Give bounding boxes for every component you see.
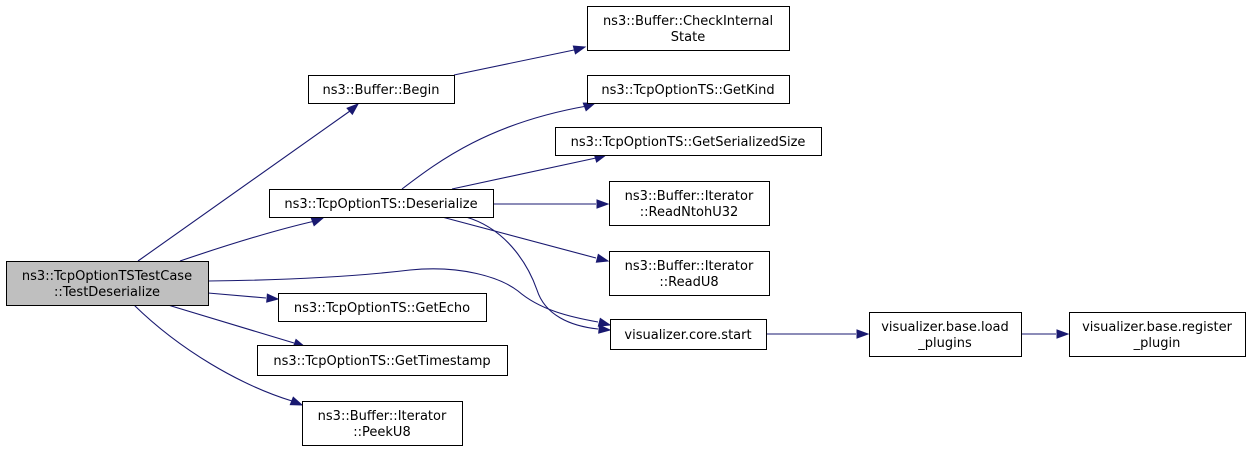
- node-box[interactable]: [587, 75, 790, 104]
- node-box[interactable]: [1069, 312, 1246, 357]
- edge-line: [401, 105, 588, 190]
- node-label: ns3::TcpOptionTS::GetSerializedSize: [571, 135, 806, 150]
- node-root[interactable]: ns3::TcpOptionTSTestCase::TestDeserializ…: [6, 261, 209, 306]
- node-box[interactable]: [308, 75, 455, 104]
- node-label: ::ReadU8: [659, 275, 718, 290]
- node-label: ns3::Buffer::Iterator: [625, 259, 754, 274]
- arrow-head-icon: [289, 396, 304, 406]
- edge-load-plugins-to-register-plugin: [1021, 329, 1070, 339]
- node-label: ns3::TcpOptionTS::GetEcho: [294, 301, 470, 316]
- node-read-ntoh-u32[interactable]: ns3::Buffer::Iterator::ReadNtohU32: [609, 181, 770, 226]
- node-box[interactable]: [302, 401, 463, 446]
- node-box[interactable]: [269, 189, 494, 218]
- node-box[interactable]: [609, 251, 770, 296]
- arrow-head-icon: [856, 329, 870, 339]
- edge-deserialize-to-core-start: [465, 216, 612, 334]
- edges-layer: [133, 45, 1070, 406]
- arrow-head-icon: [1056, 329, 1070, 339]
- arrow-head-icon: [572, 45, 587, 55]
- edge-root-to-get-echo: [207, 292, 280, 303]
- edge-line: [133, 304, 293, 402]
- node-get-serialized-size[interactable]: ns3::TcpOptionTS::GetSerializedSize: [555, 127, 822, 156]
- node-buffer-begin[interactable]: ns3::Buffer::Begin: [308, 75, 455, 104]
- node-get-echo[interactable]: ns3::TcpOptionTS::GetEcho: [278, 293, 487, 322]
- arrow-head-icon: [266, 293, 280, 303]
- node-label: ns3::TcpOptionTSTestCase: [22, 269, 192, 284]
- arrow-head-icon: [597, 317, 612, 327]
- edge-line: [207, 292, 267, 299]
- edge-line: [453, 49, 575, 76]
- node-label: visualizer.core.start: [624, 328, 751, 343]
- node-label: visualizer.base.load: [881, 320, 1009, 335]
- edge-deserialize-to-read-ntoh-u32: [493, 199, 610, 209]
- node-label: ::TestDeserialize: [54, 285, 160, 300]
- node-label: State: [671, 30, 705, 45]
- node-box[interactable]: [257, 345, 508, 376]
- node-label: visualizer.base.register: [1082, 320, 1233, 335]
- node-box[interactable]: [869, 312, 1022, 357]
- node-read-u8[interactable]: ns3::Buffer::Iterator::ReadU8: [609, 251, 770, 296]
- arrow-head-icon: [596, 199, 610, 209]
- arrow-head-icon: [346, 103, 360, 116]
- arrow-head-icon: [582, 102, 597, 112]
- node-label: ns3::Buffer::Iterator: [318, 409, 447, 424]
- node-box[interactable]: [609, 181, 770, 226]
- edge-line: [441, 216, 597, 259]
- nodes-layer: ns3::TcpOptionTSTestCase::TestDeserializ…: [6, 6, 1246, 446]
- node-box[interactable]: [610, 319, 767, 350]
- edge-root-to-peek-u8: [133, 304, 304, 406]
- edge-line: [451, 157, 597, 190]
- edge-deserialize-to-read-u8: [441, 216, 610, 263]
- node-label: ns3::Buffer::Begin: [322, 83, 439, 98]
- edge-root-to-buffer-begin: [137, 103, 360, 262]
- node-box[interactable]: [587, 6, 790, 51]
- edge-line: [179, 220, 316, 262]
- node-register-plugin[interactable]: visualizer.base.register_plugin: [1069, 312, 1246, 357]
- node-core-start[interactable]: visualizer.core.start: [610, 319, 767, 350]
- edge-core-start-to-load-plugins: [766, 329, 870, 339]
- arrow-head-icon: [310, 217, 325, 227]
- node-get-kind[interactable]: ns3::TcpOptionTS::GetKind: [587, 75, 790, 104]
- node-label: ::PeekU8: [353, 425, 410, 440]
- node-load-plugins[interactable]: visualizer.base.load_plugins: [869, 312, 1022, 357]
- edge-line: [137, 110, 351, 262]
- node-label: _plugin: [1133, 336, 1181, 351]
- node-deserialize[interactable]: ns3::TcpOptionTS::Deserialize: [269, 189, 494, 218]
- node-box[interactable]: [278, 293, 487, 322]
- node-label: ns3::TcpOptionTS::GetKind: [601, 83, 774, 98]
- node-label: ::ReadNtohU32: [640, 205, 739, 220]
- node-box[interactable]: [555, 127, 822, 156]
- node-label: ns3::TcpOptionTS::GetTimestamp: [273, 354, 490, 369]
- edge-root-to-deserialize: [179, 217, 325, 262]
- node-label: ns3::Buffer::CheckInternal: [603, 14, 773, 29]
- edge-buffer-begin-to-check-internal-state: [453, 45, 587, 76]
- edge-line: [167, 304, 295, 344]
- edge-deserialize-to-get-serialized-size: [451, 153, 608, 190]
- arrow-head-icon: [595, 253, 610, 263]
- node-label: _plugins: [917, 336, 972, 351]
- node-box[interactable]: [6, 261, 209, 306]
- node-label: ns3::Buffer::Iterator: [625, 189, 754, 204]
- edge-line: [465, 216, 599, 330]
- node-label: ns3::TcpOptionTS::Deserialize: [284, 197, 477, 212]
- node-get-timestamp[interactable]: ns3::TcpOptionTS::GetTimestamp: [257, 345, 508, 376]
- node-peek-u8[interactable]: ns3::Buffer::Iterator::PeekU8: [302, 401, 463, 446]
- edge-deserialize-to-get-kind: [401, 102, 597, 190]
- arrow-head-icon: [598, 324, 612, 334]
